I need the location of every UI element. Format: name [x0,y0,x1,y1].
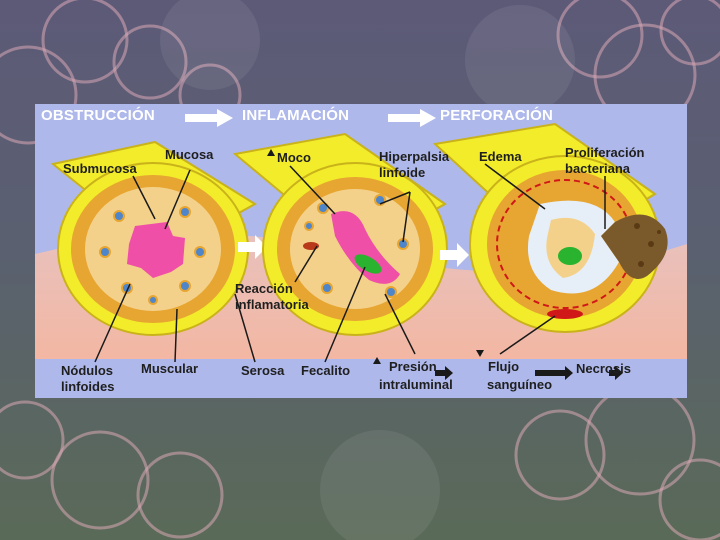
lymph-node [99,246,111,258]
ring [0,45,78,145]
bacteria [638,261,644,267]
label-proliferacion-2: bacteriana [565,161,631,176]
decrease-arrow-flujo [476,350,484,357]
label-nodulos-1: Nódulos [61,363,113,378]
label-hiperpalsia-1: Hiperpalsia [379,149,450,164]
ring [659,0,720,66]
header-arrow-2 [388,109,436,127]
ring [112,24,188,100]
lymph-node [179,280,191,292]
label-serosa: Serosa [241,363,285,378]
ring [658,458,720,540]
label-hiperpalsia-2: linfoide [379,165,426,180]
label-moco: Moco [277,150,311,165]
transition-arrow-2 [440,243,469,267]
transition-arrow-1 [238,235,267,259]
header-band [35,104,687,130]
header-arrow-1 [185,109,233,127]
diagram-artwork [35,104,687,380]
label-flujo-1: Flujo [488,359,520,374]
label-proliferacion-1: Proliferación [565,145,645,160]
lymph-node [194,246,206,258]
ring [0,400,65,480]
label-nodulos-2: linfoides [61,379,115,394]
bacteria [634,223,640,229]
tube-perforacion [432,122,668,333]
bacteria [657,230,661,234]
label-flujo-2: sanguíneo [487,377,553,392]
increase-arrow-moco [267,149,275,156]
label-edema: Edema [479,149,522,164]
label-reaccion-1: Reacción [235,281,293,296]
lymph-node [148,295,158,305]
lymph-node [321,282,333,294]
ring [50,430,150,530]
necrosis-arrow [609,366,623,380]
header-perforacion: PERFORACIÓN [440,107,554,124]
tube-obstruccion [50,140,257,336]
lymph-node [317,202,329,214]
lymph-node [113,210,125,222]
fecalith [558,247,582,265]
ring [514,409,606,501]
label-presion-1: Presión [389,359,437,374]
fecalith [354,254,382,274]
label-necrosis: Necrosis [576,361,631,376]
flow-arrow [535,366,573,380]
ring [556,0,644,79]
label-muscular: Muscular [141,361,199,376]
soft-circle [160,0,260,90]
bacterial-mass [601,214,668,279]
lymph-node [385,286,397,298]
lymph-node [304,221,314,231]
ring [136,451,224,539]
lumen [127,222,185,278]
bacteria [648,241,654,247]
label-submucosa: Submucosa [63,161,137,176]
increase-arrow-presion [373,357,381,364]
pressure-arrow [435,366,453,380]
header-obstruccion: OBSTRUCCIÓN [41,107,155,124]
leader-lines [94,163,606,363]
tube-inflamacion [232,132,448,336]
lymph-node [179,206,191,218]
header-inflamacion: INFLAMACIÓN [242,107,350,124]
label-fecalito: Fecalito [301,363,351,378]
appendicitis-diagram: OBSTRUCCIÓN INFLAMACIÓN PERFORACIÓN Subm… [35,104,687,398]
label-mucosa: Mucosa [165,147,214,162]
soft-circle [320,430,440,540]
ring [41,0,129,84]
label-presion-2: intraluminal [379,377,453,392]
soft-circle [465,5,575,115]
lumen [331,211,400,284]
ischemic-area [547,309,583,319]
label-reaccion-2: inflamatoria [235,297,309,312]
